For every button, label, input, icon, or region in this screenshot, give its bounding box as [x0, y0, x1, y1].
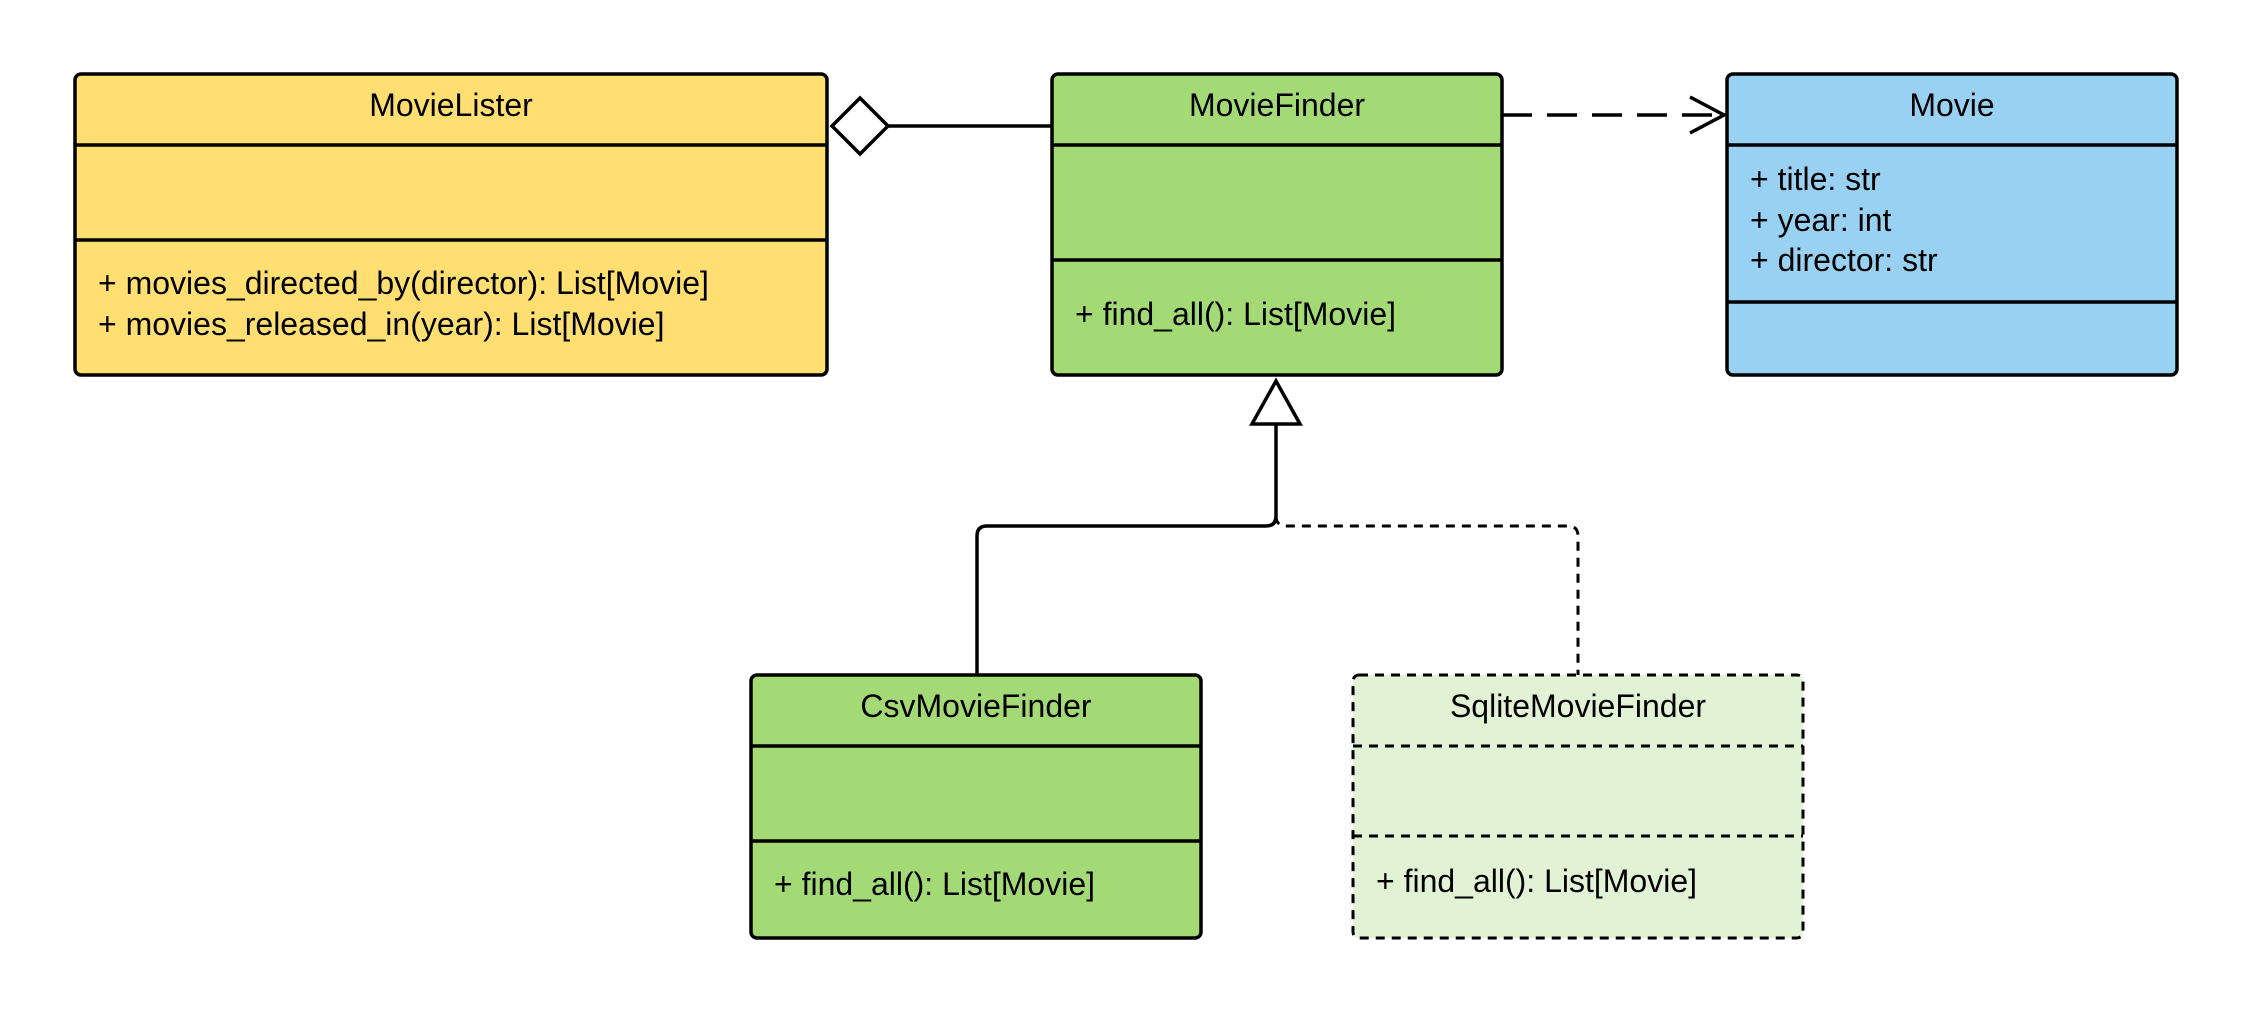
- aggregation-relation: [829, 95, 1052, 157]
- class-method: + movies_released_in(year): List[Movie]: [98, 306, 664, 342]
- class-box: [1050, 72, 1504, 377]
- class-attribute: + title: str: [1750, 161, 1881, 197]
- class-csv-movie-finder[interactable]: CsvMovieFinder + find_all(): List[Movie]: [749, 673, 1203, 940]
- class-name: CsvMovieFinder: [860, 688, 1092, 724]
- realization-line: [1274, 515, 1580, 675]
- generalization-relation: [975, 377, 1303, 675]
- class-box: [1725, 72, 2179, 377]
- aggregation-diamond: [829, 95, 891, 157]
- class-box: [749, 673, 1203, 940]
- dependency-arrowhead: [1689, 95, 1728, 135]
- class-box: [73, 72, 829, 377]
- generalization-triangle: [1249, 377, 1303, 426]
- class-movie[interactable]: Movie + title: str + year: int + directo…: [1725, 72, 2179, 377]
- class-movie-finder[interactable]: MovieFinder + find_all(): List[Movie]: [1050, 72, 1504, 377]
- class-attribute: + year: int: [1750, 202, 1892, 238]
- class-method: + find_all(): List[Movie]: [1376, 863, 1697, 899]
- class-sqlite-movie-finder[interactable]: SqliteMovieFinder + find_all(): List[Mov…: [1351, 673, 1805, 940]
- class-box: [1351, 673, 1805, 940]
- class-method: + find_all(): List[Movie]: [774, 866, 1095, 902]
- dependency-relation: [1502, 95, 1728, 135]
- class-method: + find_all(): List[Movie]: [1075, 296, 1396, 332]
- class-name: MovieFinder: [1189, 87, 1365, 123]
- class-method: + movies_directed_by(director): List[Mov…: [98, 265, 709, 301]
- class-name: MovieLister: [369, 87, 533, 123]
- generalization-line: [975, 424, 1278, 675]
- class-name: SqliteMovieFinder: [1450, 688, 1706, 724]
- class-name: Movie: [1909, 87, 1994, 123]
- class-attribute: + director: str: [1750, 242, 1938, 278]
- class-movie-lister[interactable]: MovieLister + movies_directed_by(directo…: [73, 72, 829, 377]
